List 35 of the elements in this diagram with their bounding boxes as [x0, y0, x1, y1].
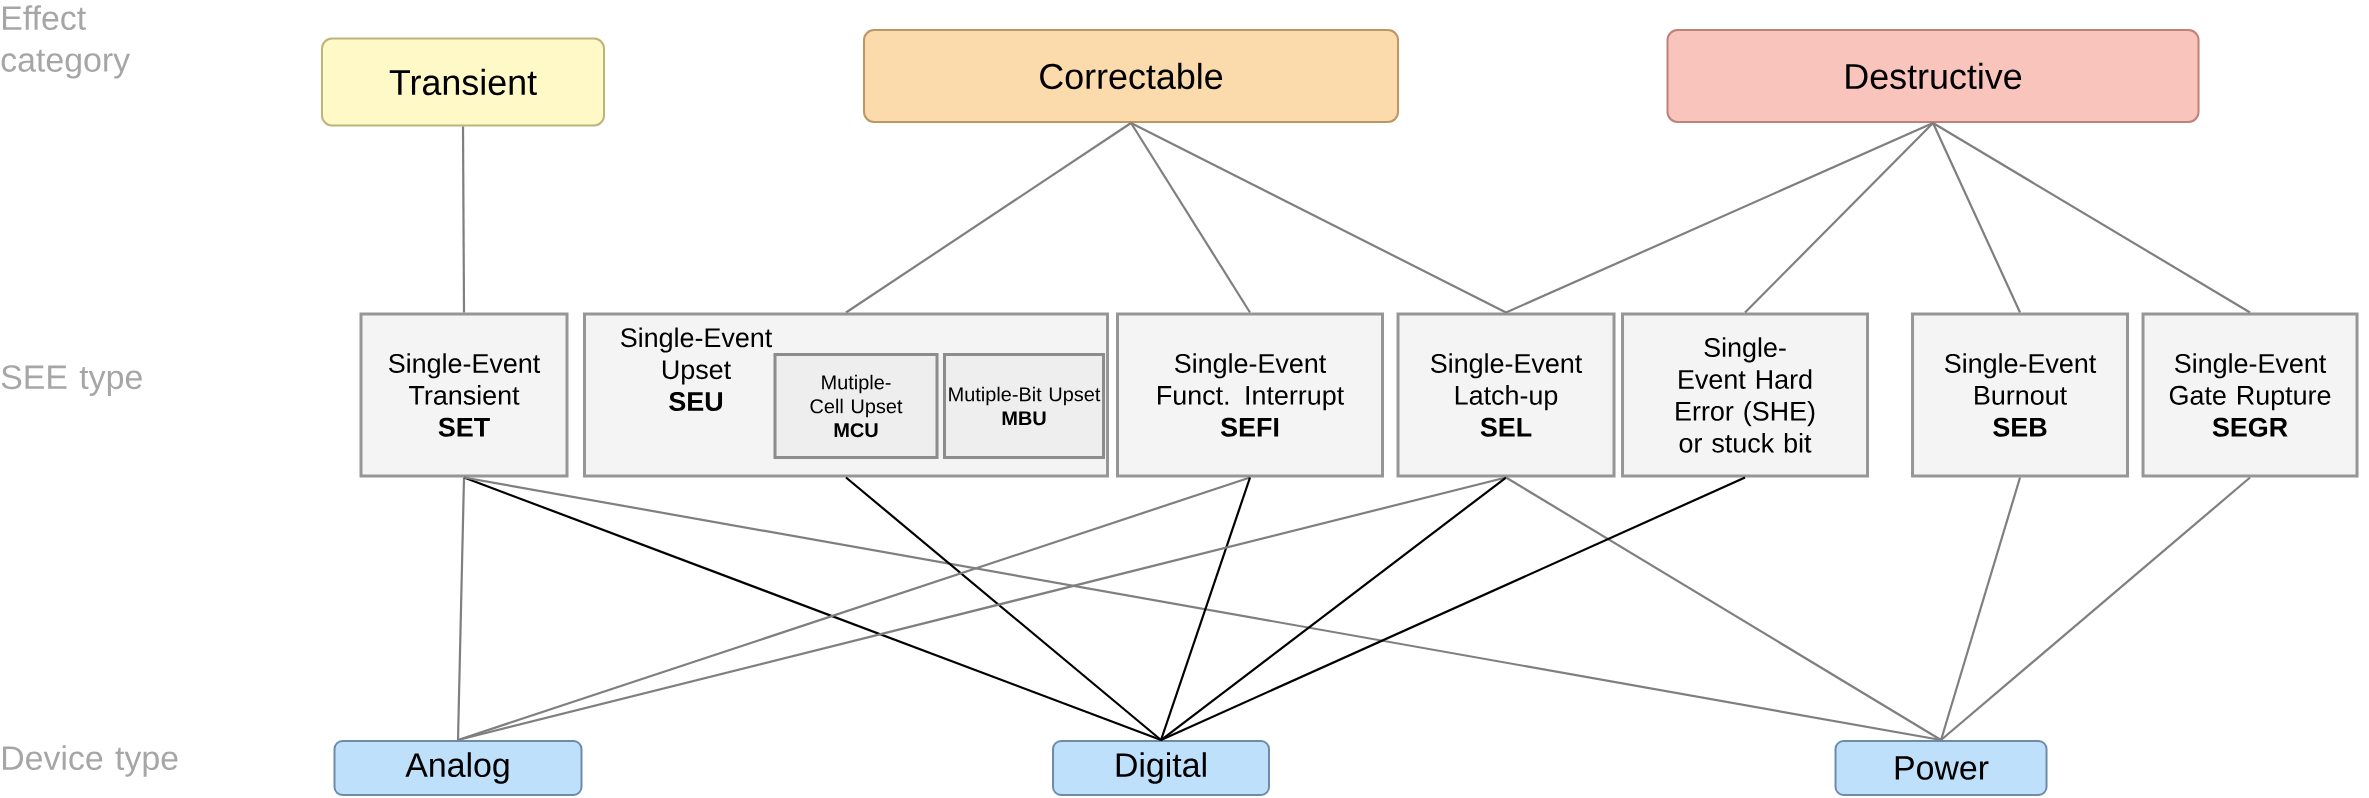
connector-line	[1130, 122, 1251, 314]
device-box: Power	[1834, 740, 2048, 796]
connector-line	[1159, 477, 1252, 741]
sub-type-box: Mutiple-Bit Upset MBU	[943, 353, 1105, 459]
connector-line	[1130, 122, 1507, 314]
connector-line	[456, 477, 466, 741]
sub-type-box: Mutiple-Cell Upset MCU	[773, 353, 939, 459]
connector-line	[1940, 476, 2251, 741]
see-type-box: Single-Event Funct. Interrupt SEFI	[1116, 312, 1384, 478]
see-type-box: Single-Event Transient SET	[359, 312, 569, 478]
connector-line	[1932, 122, 2022, 313]
row-label: SEE type	[1, 365, 142, 396]
connector-line	[1505, 476, 1942, 741]
connector-line	[1160, 476, 1746, 741]
category-box: Correctable	[863, 29, 1399, 123]
category-box: Destructive	[1666, 29, 2200, 123]
see-type-box: Single-Event Burnout SEB	[1911, 312, 2130, 478]
connector-line	[1939, 477, 2022, 741]
connector-line	[457, 476, 1507, 742]
see-type-box: Single-Event Gate Rupture SEGR	[2141, 312, 2359, 478]
device-box: Digital	[1052, 740, 1270, 796]
connector-line	[1932, 122, 2251, 314]
connector-line	[461, 126, 466, 313]
row-label: Effect category	[1, 5, 131, 79]
row-label: Device type	[3, 745, 178, 777]
connector-line	[463, 476, 1942, 742]
connector-line	[1505, 122, 1934, 314]
see-type-box: Single-Event Hard Error (SHE) or stuck bit	[1621, 312, 1870, 478]
connector-line	[845, 122, 1132, 314]
device-box: Analog	[333, 740, 583, 796]
category-box: Transient	[321, 37, 605, 127]
connector-line	[1160, 476, 1507, 741]
connector-line	[1744, 122, 1934, 314]
connector-line	[845, 476, 1162, 741]
see-type-box: Single-Event Latch-up SEL	[1396, 312, 1616, 478]
